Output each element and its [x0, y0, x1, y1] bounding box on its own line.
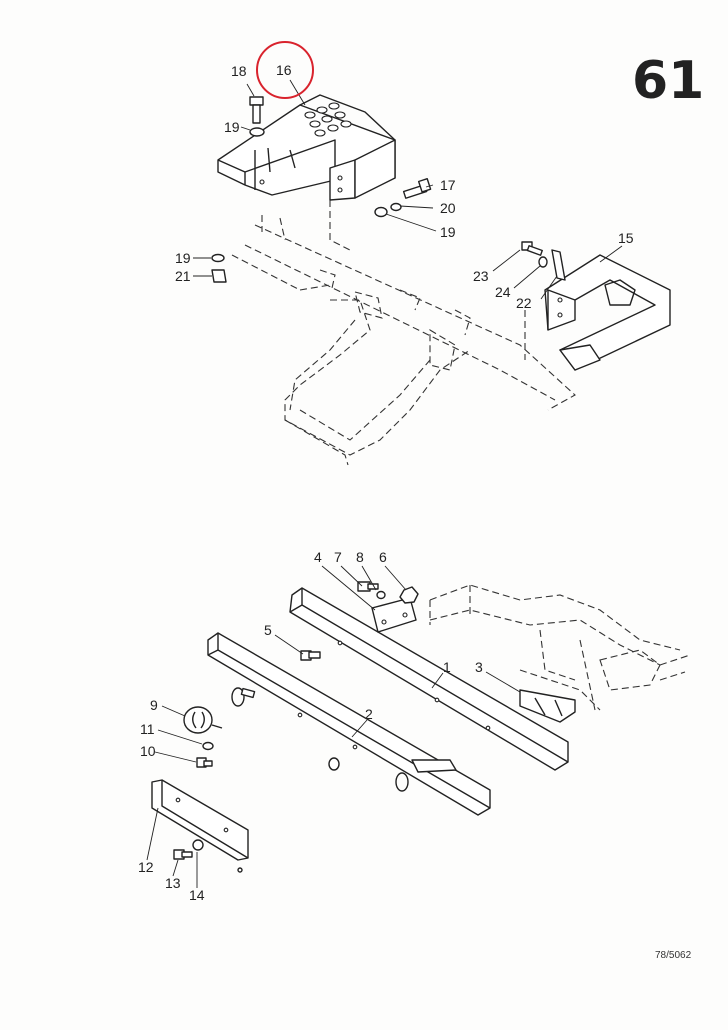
part-13-bolt	[173, 849, 193, 860]
part-24-washer	[538, 256, 548, 268]
highlight-circle	[256, 41, 314, 99]
small-nut	[237, 867, 243, 873]
callout-13: 13	[165, 875, 181, 891]
callout-20: 20	[440, 200, 456, 216]
part-14-washer	[192, 839, 204, 851]
part-21-nut	[211, 269, 227, 283]
part-19-washer-left	[211, 253, 225, 263]
callout-15: 15	[618, 230, 634, 246]
part-18-bolt	[249, 96, 264, 124]
part-22-plate	[551, 249, 566, 281]
part-1-bumper-bar	[289, 587, 569, 771]
frame-extension-outline	[429, 584, 691, 711]
callout-11: 11	[140, 721, 155, 737]
part-3-bracket	[519, 689, 576, 723]
callout-4: 4	[314, 549, 322, 565]
page-number: 61	[632, 51, 704, 111]
part-8-washer	[376, 590, 386, 600]
part-6-nut	[399, 586, 419, 604]
callout-19: 19	[440, 224, 456, 240]
towing-eye-left	[231, 687, 256, 707]
callout-14: 14	[189, 887, 205, 903]
callout-3: 3	[475, 659, 483, 675]
part-4-bracket	[371, 597, 417, 633]
part-19-washer-right	[374, 206, 388, 218]
bracket-hole-pattern	[304, 102, 352, 137]
callout-19: 19	[224, 119, 240, 135]
part-17-bolt	[402, 177, 432, 199]
callout-23: 23	[473, 268, 489, 284]
part-19-washer-top	[249, 127, 265, 137]
callout-19: 19	[175, 250, 191, 266]
part-7-bolt	[357, 581, 379, 592]
callout-21: 21	[175, 268, 191, 284]
bumper-plug	[328, 757, 340, 771]
part-16-bracket-assembly	[217, 94, 396, 201]
callout-8: 8	[356, 549, 364, 565]
callout-18: 18	[231, 63, 247, 79]
part-10-bolt	[196, 757, 213, 768]
towing-eye-right	[395, 759, 457, 792]
drawing-reference: 78/5062	[655, 950, 692, 961]
chassis-frame-outline	[231, 200, 576, 466]
part-9-lamp	[183, 706, 223, 734]
callout-17: 17	[440, 177, 456, 193]
callout-1: 1	[443, 659, 451, 675]
callout-7: 7	[334, 549, 342, 565]
part-23-bolt	[521, 241, 543, 256]
callout-9: 9	[150, 697, 158, 713]
callout-2: 2	[365, 706, 373, 722]
callout-6: 6	[379, 549, 387, 565]
callout-16: 16	[276, 62, 292, 78]
callout-12: 12	[138, 859, 154, 875]
callout-labels: 16 18 19 17 20 19 19 21 15 23 24 22 4 7 …	[138, 62, 634, 903]
callout-10: 10	[140, 743, 156, 759]
callout-22: 22	[516, 295, 532, 311]
part-5-bolt	[300, 650, 321, 661]
part-20-lock-washer	[390, 202, 402, 212]
part-11-washer	[202, 741, 214, 751]
leader-lines	[146, 79, 623, 888]
part-15-bracket	[544, 254, 671, 371]
callout-5: 5	[264, 622, 272, 638]
part-12-number-plate	[151, 779, 249, 861]
callout-24: 24	[495, 284, 511, 300]
